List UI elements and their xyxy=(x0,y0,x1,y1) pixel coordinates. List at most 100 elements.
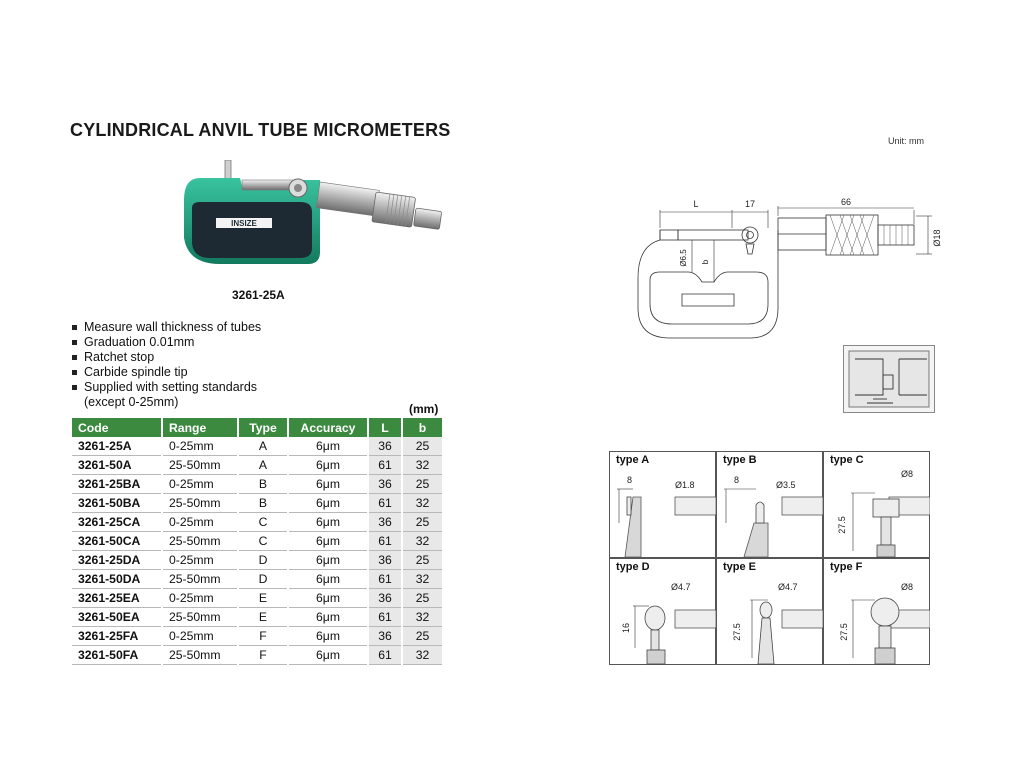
cell-accuracy: 6μm xyxy=(288,569,369,589)
cell-b: 32 xyxy=(402,645,442,665)
cell-accuracy: 6μm xyxy=(288,550,369,570)
cell-b: 32 xyxy=(402,455,442,475)
anvil-type-diagram: 27.5Ø8 xyxy=(823,451,930,558)
cell-l: 36 xyxy=(368,626,403,646)
cell-l: 61 xyxy=(368,455,403,475)
cell-range: 25-50mm xyxy=(162,645,239,665)
bullet-icon xyxy=(72,385,77,390)
cell-range: 25-50mm xyxy=(162,531,239,551)
header-l: L xyxy=(368,418,403,437)
feature-item: Measure wall thickness of tubes xyxy=(72,320,261,335)
dim-label-b: b xyxy=(701,259,710,264)
cell-b: 32 xyxy=(402,569,442,589)
table-header-row: Code Range Type Accuracy L b xyxy=(72,418,442,437)
cell-type: F xyxy=(238,626,289,646)
cell-accuracy: 6μm xyxy=(288,474,369,494)
header-accuracy: Accuracy xyxy=(288,418,369,437)
cell-accuracy: 6μm xyxy=(288,493,369,513)
cell-accuracy: 6μm xyxy=(288,588,369,608)
cell-range: 0-25mm xyxy=(162,474,239,494)
cell-code: 3261-25EA xyxy=(72,588,163,608)
cell-accuracy: 6μm xyxy=(288,531,369,551)
feature-item: Carbide spindle tip xyxy=(72,365,261,380)
cell-b: 32 xyxy=(402,531,442,551)
type-dim-label: 8 xyxy=(734,475,739,485)
type-diameter-label: Ø4.7 xyxy=(671,582,691,592)
type-label: type A xyxy=(616,454,650,466)
dim-label-d18: Ø18 xyxy=(932,229,942,246)
cell-b: 32 xyxy=(402,607,442,627)
feature-list: Measure wall thickness of tubes Graduati… xyxy=(72,320,261,410)
cell-b: 25 xyxy=(402,550,442,570)
cell-code: 3261-50BA xyxy=(72,493,163,513)
dim-label-17: 17 xyxy=(745,199,755,209)
cell-type: D xyxy=(238,550,289,570)
bullet-icon xyxy=(72,370,77,375)
type-label: type C xyxy=(830,454,864,466)
cell-range: 0-25mm xyxy=(162,588,239,608)
header-range: Range xyxy=(162,418,239,437)
cell-range: 25-50mm xyxy=(162,607,239,627)
cell-type: B xyxy=(238,474,289,494)
cell-code: 3261-25A xyxy=(72,437,163,456)
anvil-type-diagram: 27.5Ø4.7 xyxy=(716,558,823,665)
feature-item-continuation: (except 0-25mm) xyxy=(84,395,179,409)
cell-type: C xyxy=(238,512,289,532)
cell-code: 3261-25CA xyxy=(72,512,163,532)
cell-b: 25 xyxy=(402,626,442,646)
type-label: type B xyxy=(723,454,757,466)
cell-type: E xyxy=(238,588,289,608)
dim-label-66: 66 xyxy=(841,197,851,207)
header-code: Code xyxy=(72,418,163,437)
dim-label-d65: Ø6.5 xyxy=(679,249,688,267)
table-unit-label: (mm) xyxy=(409,402,439,416)
cell-b: 32 xyxy=(402,493,442,513)
cell-l: 36 xyxy=(368,437,403,456)
cell-range: 0-25mm xyxy=(162,437,239,456)
type-diameter-label: Ø1.8 xyxy=(675,480,695,490)
bullet-icon xyxy=(72,325,77,330)
cell-code: 3261-25DA xyxy=(72,550,163,570)
cell-code: 3261-25FA xyxy=(72,626,163,646)
cell-type: C xyxy=(238,531,289,551)
header-b: b xyxy=(402,418,442,437)
type-diameter-label: Ø8 xyxy=(901,469,913,479)
type-dim-label: 8 xyxy=(627,475,632,485)
product-caption: 3261-25A xyxy=(232,288,285,302)
detail-drawing xyxy=(843,345,935,413)
cell-l: 61 xyxy=(368,493,403,513)
cell-l: 36 xyxy=(368,474,403,494)
cell-type: E xyxy=(238,607,289,627)
cell-code: 3261-50DA xyxy=(72,569,163,589)
cell-type: A xyxy=(238,455,289,475)
feature-item: Ratchet stop xyxy=(72,350,261,365)
cell-l: 36 xyxy=(368,588,403,608)
cell-range: 25-50mm xyxy=(162,493,239,513)
type-label: type E xyxy=(723,561,757,573)
bullet-icon xyxy=(72,355,77,360)
dim-label-l: L xyxy=(693,199,698,209)
anvil-type-diagram: 27.5Ø8 xyxy=(823,558,930,665)
cell-l: 36 xyxy=(368,550,403,570)
cell-range: 0-25mm xyxy=(162,626,239,646)
type-dim-label: 27.5 xyxy=(839,623,849,641)
cell-b: 25 xyxy=(402,474,442,494)
cell-code: 3261-50CA xyxy=(72,531,163,551)
cell-l: 36 xyxy=(368,512,403,532)
cell-range: 0-25mm xyxy=(162,512,239,532)
cell-code: 3261-50FA xyxy=(72,645,163,665)
feature-item: Graduation 0.01mm xyxy=(72,335,261,350)
